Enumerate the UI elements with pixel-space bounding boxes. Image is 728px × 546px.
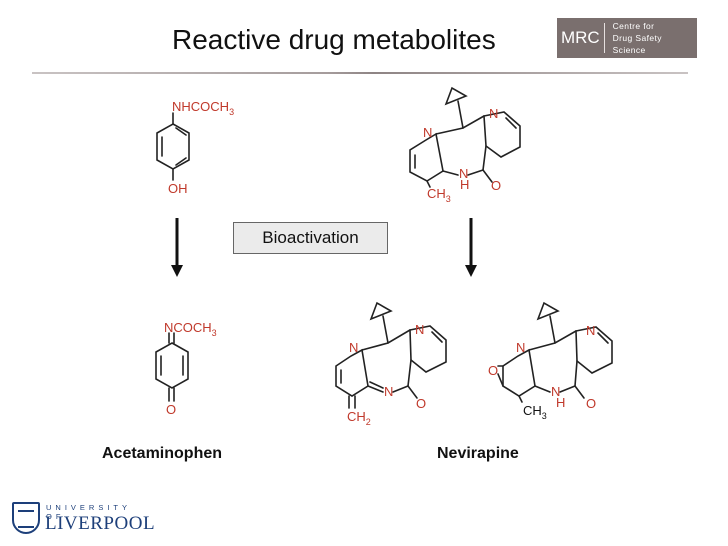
ep-bridge [528,330,577,351]
qm-lactam-link [407,359,412,387]
napqi-o-label: O [166,402,176,417]
ep-ch3-label: CH3 [523,403,547,421]
nev-right-double [505,117,517,129]
qm-carbonyl [407,385,418,399]
ep-n1-label: N [516,340,525,355]
napqi-n-label: NCOCH3 [164,320,217,338]
nev-bridge [435,115,485,135]
ep-cyclopropyl [536,301,560,321]
qm-n-left [367,385,384,393]
quinone-methide-structure [335,301,447,409]
ep-nh-n-label: N [551,384,560,399]
acet-ring-double2 [175,157,187,166]
ep-lactam-link [574,360,578,387]
nev-lactam-link [482,145,487,171]
nev-nh-left [442,170,459,176]
nev-carbonyl [482,169,493,183]
qm-cp-bond [382,315,389,344]
nevirapine-label: Nevirapine [437,445,519,462]
napqi-structure [155,332,189,402]
ep-o-bond-bottom [497,373,504,387]
acet-oh-label: OH [168,181,188,196]
page-title: Reactive drug metabolites [172,24,496,55]
nev-nh-h-label: H [460,177,469,192]
bioactivation-box: Bioactivation [233,222,388,254]
arrow-right-head [465,265,477,277]
mrc-logo-line2: Drug Safety Science [612,33,662,55]
acetaminophen-label: Acetaminophen [102,445,223,462]
mrc-logo-right: Centre for Drug Safety Science [605,20,697,56]
mrc-logo-separator [603,23,605,53]
ep-nh-left [534,385,551,393]
nevirapine-structure [409,86,521,188]
university-name: LIVERPOOL [45,513,156,534]
ep-o-epoxide-label: O [488,363,498,378]
ep-left-ring [502,348,536,397]
qm-bridge [361,329,411,351]
qm-ch2-label: CH2 [347,409,371,427]
nev-n1-label: N [423,125,432,140]
nev-ch3-label: CH3 [427,186,451,204]
acetaminophen-structure [156,112,190,181]
qm-n3-label: N [384,384,393,399]
ep-nh-h-label: H [556,395,565,410]
liverpool-crest-icon [12,502,40,534]
ep-nh-right [559,385,576,393]
nev-nh-n-label: N [459,166,468,181]
ep-right-double [597,332,609,344]
ep-n2-label: N [586,323,595,338]
nev-cp-bond [457,100,464,129]
qm-cyclopropyl [369,301,393,321]
nev-o-label: O [491,178,501,193]
qm-n-left-double [369,381,384,389]
qm-o-label: O [416,396,426,411]
nev-nh-right [467,169,484,176]
arrows [171,218,477,277]
university-logo: UNIVERSITY OF LIVERPOOL [12,500,155,540]
university-small-text: UNIVERSITY OF [46,503,131,521]
acet-ring-double3 [175,127,187,136]
nev-methyl-bond [426,180,431,188]
epoxide-structure [497,301,613,403]
nev-cyclopropyl [444,86,468,106]
acet-nh-label: NHCOCH3 [172,99,234,117]
mrc-logo-left: MRC [560,28,600,47]
ep-cp-bond [549,315,556,344]
mrc-logo-line1: Centre for [612,21,655,31]
qm-n-right [392,385,409,393]
mrc-logo: MRC Centre for Drug Safety Science [557,18,697,58]
qm-right-double [431,331,443,343]
ep-carbonyl [574,385,585,399]
ep-o-label: O [586,396,596,411]
napqi-ring [155,342,189,389]
qm-n1-label: N [349,340,358,355]
qm-n2-label: N [415,322,424,337]
nev-n2-label: N [489,106,498,121]
ep-methyl-bond [518,395,523,403]
title-divider [32,72,688,74]
arrow-left-head [171,265,183,277]
